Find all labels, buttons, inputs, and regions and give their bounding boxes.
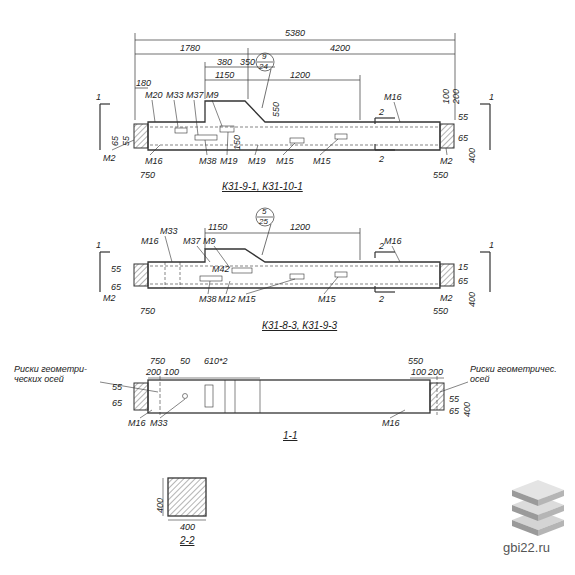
view-title: К31-8-3, К31-9-3 <box>262 320 337 331</box>
drawing-label: М33 <box>150 418 168 428</box>
view-title: К31-9-1, К31-10-1 <box>222 181 303 192</box>
drawing-label: 200 <box>146 367 161 377</box>
drawing-label: Риски геометричес. осей <box>470 364 566 384</box>
drawing-label: 750 <box>140 306 155 316</box>
drawing-label: М15 <box>313 156 331 166</box>
drawing-label: 1200 <box>290 70 310 80</box>
drawing-label: 4200 <box>330 43 350 53</box>
drawing-label: 1 <box>96 240 101 250</box>
drawing-label: 1150 <box>215 70 234 80</box>
watermark: gbi22.ru <box>503 541 550 555</box>
drawing-label: 750 <box>140 170 155 180</box>
drawing-label: 5380 <box>285 28 305 38</box>
drawing-label: 2 <box>379 154 384 164</box>
drawing-label: 400 <box>462 402 472 417</box>
drawing-label: 65 <box>458 276 468 286</box>
drawing-label: М15 <box>276 156 294 166</box>
drawing-label: М16 <box>384 236 402 246</box>
drawing-label: М16 <box>384 92 402 102</box>
drawing-label: 400 <box>180 522 195 532</box>
drawing-label: 200 <box>451 89 461 104</box>
drawing-label: М20 <box>145 90 163 100</box>
drawing-label: М16 <box>128 418 146 428</box>
drawing-label: 65 <box>458 133 468 143</box>
drawing-label: 1 <box>96 92 101 102</box>
drawing-label: 550 <box>433 306 448 316</box>
drawing-label: 400 <box>467 292 477 307</box>
drawing-label: 400 <box>467 148 477 163</box>
drawing-label: 2 <box>379 294 384 304</box>
drawing-label: 150 <box>232 135 242 150</box>
drawing-label: 5 <box>262 207 266 216</box>
drawing-label: М9 <box>203 236 216 246</box>
drawing-label: 65 <box>112 398 122 408</box>
drawing-label: 1150 <box>208 222 227 232</box>
drawing-label: 1 <box>489 92 494 102</box>
drawing-label: М33 <box>160 226 178 236</box>
drawing-label: 180 <box>136 78 151 88</box>
drawing-label: М15 <box>238 294 256 304</box>
drawing-label: 65 <box>110 136 120 146</box>
drawing-label: 2 <box>379 107 384 117</box>
drawing-label: 550 <box>271 102 281 117</box>
drawing-label: М37 <box>183 236 201 246</box>
drawing-label: 100 <box>411 367 426 377</box>
drawing-label: М19 <box>220 156 238 166</box>
drawing-label: М16 <box>141 236 159 246</box>
drawing-label: М16 <box>382 418 400 428</box>
drawing-label: М2 <box>440 156 453 166</box>
drawing-label: М15 <box>318 294 336 304</box>
drawing-label: 550 <box>408 356 423 366</box>
drawing-label: 400 <box>155 498 165 513</box>
drawing-label: М37 <box>186 90 204 100</box>
drawing-label: М12 <box>218 294 236 304</box>
view-title: 2-2 <box>180 535 194 546</box>
drawing-label: 1780 <box>180 43 200 53</box>
drawing-label: 610*2 <box>204 356 228 366</box>
drawing-label: М2 <box>103 293 116 303</box>
drawing-label: М38 <box>199 156 217 166</box>
view-title: 1-1 <box>283 430 297 441</box>
drawing-label: М38 <box>199 294 217 304</box>
drawing-label: 55 <box>112 382 122 392</box>
drawing-label: 24 <box>259 62 268 71</box>
drawing-label: 15 <box>458 262 468 272</box>
drawing-label: 55 <box>449 394 459 404</box>
drawing-label: 65 <box>111 282 121 292</box>
drawing-label: 750 <box>150 356 165 366</box>
drawing-label: 350 <box>240 57 255 67</box>
drawing-label: 550 <box>433 170 448 180</box>
drawing-label: 100 <box>164 367 179 377</box>
drawing-label: М42 <box>212 264 230 274</box>
drawing-label: 1 <box>489 240 494 250</box>
drawing-label: 1200 <box>290 222 310 232</box>
drawing-label: М2 <box>103 153 116 163</box>
drawing-label: 380 <box>217 57 232 67</box>
drawing-label: 25 <box>259 217 268 226</box>
drawing-label: 55 <box>121 136 131 146</box>
drawing-label: 2 <box>379 241 384 251</box>
drawing-label: Риски геометри-ческих осей <box>14 364 98 384</box>
drawing-label: 65 <box>449 406 459 416</box>
drawing-label: М16 <box>145 156 163 166</box>
drawing-label: 9 <box>262 52 266 61</box>
logo <box>512 480 564 536</box>
drawing-label: 200 <box>428 367 443 377</box>
drawing-label: М2 <box>440 293 453 303</box>
drawing-label: 100 <box>441 89 451 104</box>
drawing-label: М33 <box>166 90 184 100</box>
drawing-label: М9 <box>206 90 219 100</box>
drawing-label: М19 <box>248 156 266 166</box>
drawing-label: 50 <box>180 356 190 366</box>
drawing-label: 55 <box>111 264 121 274</box>
drawing-label: 55 <box>458 112 468 122</box>
